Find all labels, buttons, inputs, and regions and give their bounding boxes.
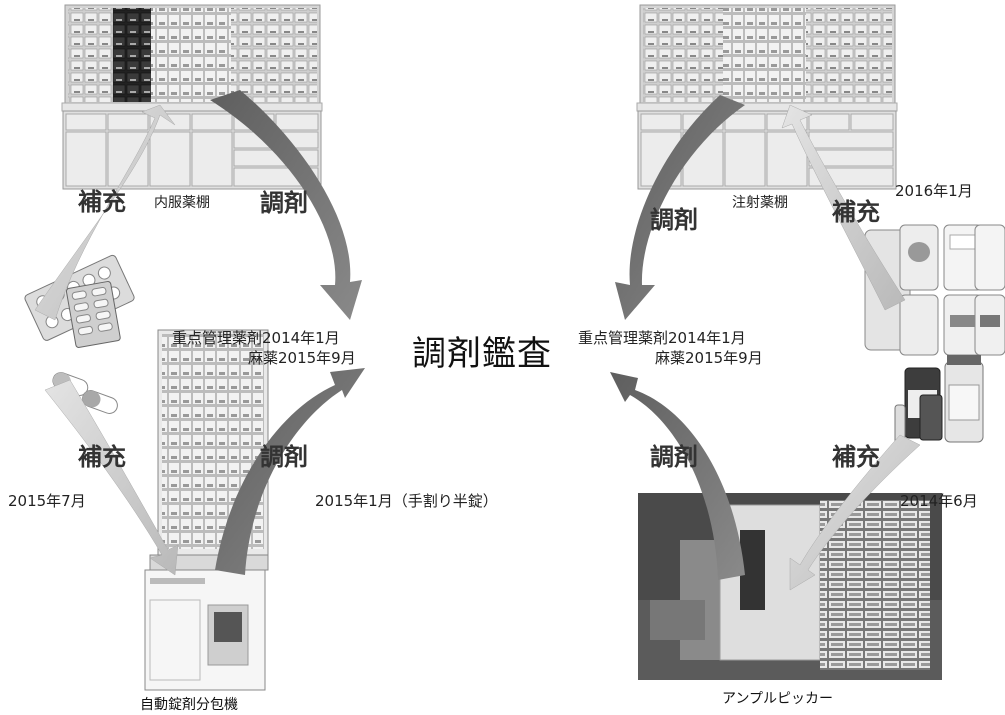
arrow-supply-bottom-right — [789, 434, 921, 591]
note-right-line2: 麻薬2015年9月 — [655, 349, 763, 367]
note-right-line1: 重点管理薬剤2014年1月 — [578, 329, 746, 347]
caption-oral-medicine-shelf: 内服薬棚 — [154, 195, 210, 211]
caption-injection-shelf: 注射薬棚 — [732, 195, 788, 211]
date-bottom-left-supply: 2015年7月 — [8, 492, 86, 510]
arrow-dispense-top-right — [615, 95, 745, 320]
label-supply-top-right: 補充 — [832, 198, 880, 226]
vials-image — [894, 355, 984, 446]
date-top-right: 2016年1月 — [895, 182, 973, 200]
label-supply-bottom-right: 補充 — [832, 443, 880, 471]
label-supply-top-left: 補充 — [78, 188, 126, 216]
label-dispense-bottom-left: 調剤 — [260, 443, 308, 471]
label-dispense-top-right: 調剤 — [650, 206, 698, 234]
arrow-dispense-bottom-right — [610, 372, 745, 580]
arrow-dispense-bottom-left — [215, 368, 365, 575]
date-bottom-left-dispense: 2015年1月（手割り半錠） — [315, 492, 498, 510]
note-left-line1: 重点管理薬剤2014年1月 — [172, 329, 340, 347]
arrow-dispense-top-left — [210, 90, 362, 320]
note-left-line2: 麻薬2015年9月 — [248, 349, 356, 367]
oral-medicine-shelf-image — [61, 4, 323, 190]
caption-ampoule-picker: アンプルピッカー — [722, 691, 834, 707]
caption-tablet-packaging-machine: 自動錠剤分包機 — [140, 697, 238, 713]
label-dispense-top-left: 調剤 — [260, 189, 308, 217]
label-dispense-bottom-right: 調剤 — [650, 443, 698, 471]
blister-pack-image — [24, 254, 135, 348]
arrow-supply-bottom-left — [44, 379, 179, 576]
label-supply-bottom-left: 補充 — [78, 443, 126, 471]
iv-bags-image — [864, 224, 1005, 356]
arrow-supply-top-right — [781, 104, 906, 311]
center-title: 調剤鑑査 — [412, 334, 552, 374]
arrow-supply-top-left — [34, 104, 176, 321]
date-bottom-right: 2014年6月 — [900, 492, 978, 510]
